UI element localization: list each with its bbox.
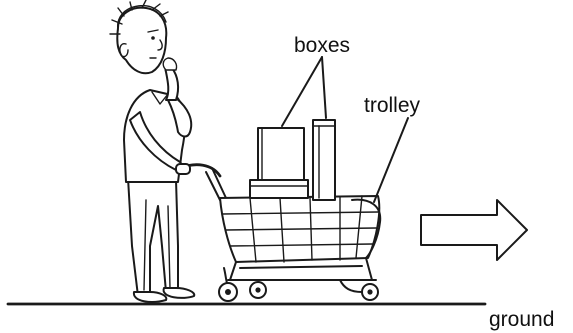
person-legs [128,178,178,296]
boxes [250,120,335,200]
person-shoe-left [134,292,166,302]
person-shoe-right [164,288,195,298]
boxes-leader-line-2 [322,57,326,118]
box-flat [250,180,308,198]
person [110,0,194,302]
boxes-leader-line-1 [282,57,322,126]
label-trolley: trolley [364,94,421,117]
trolley-leader-line [374,118,408,202]
box-tall [313,120,335,200]
person-head [117,8,166,74]
label-ground: ground [489,308,554,331]
label-boxes: boxes [294,34,350,57]
box-large [258,128,304,180]
right-arrow-icon [421,200,527,260]
